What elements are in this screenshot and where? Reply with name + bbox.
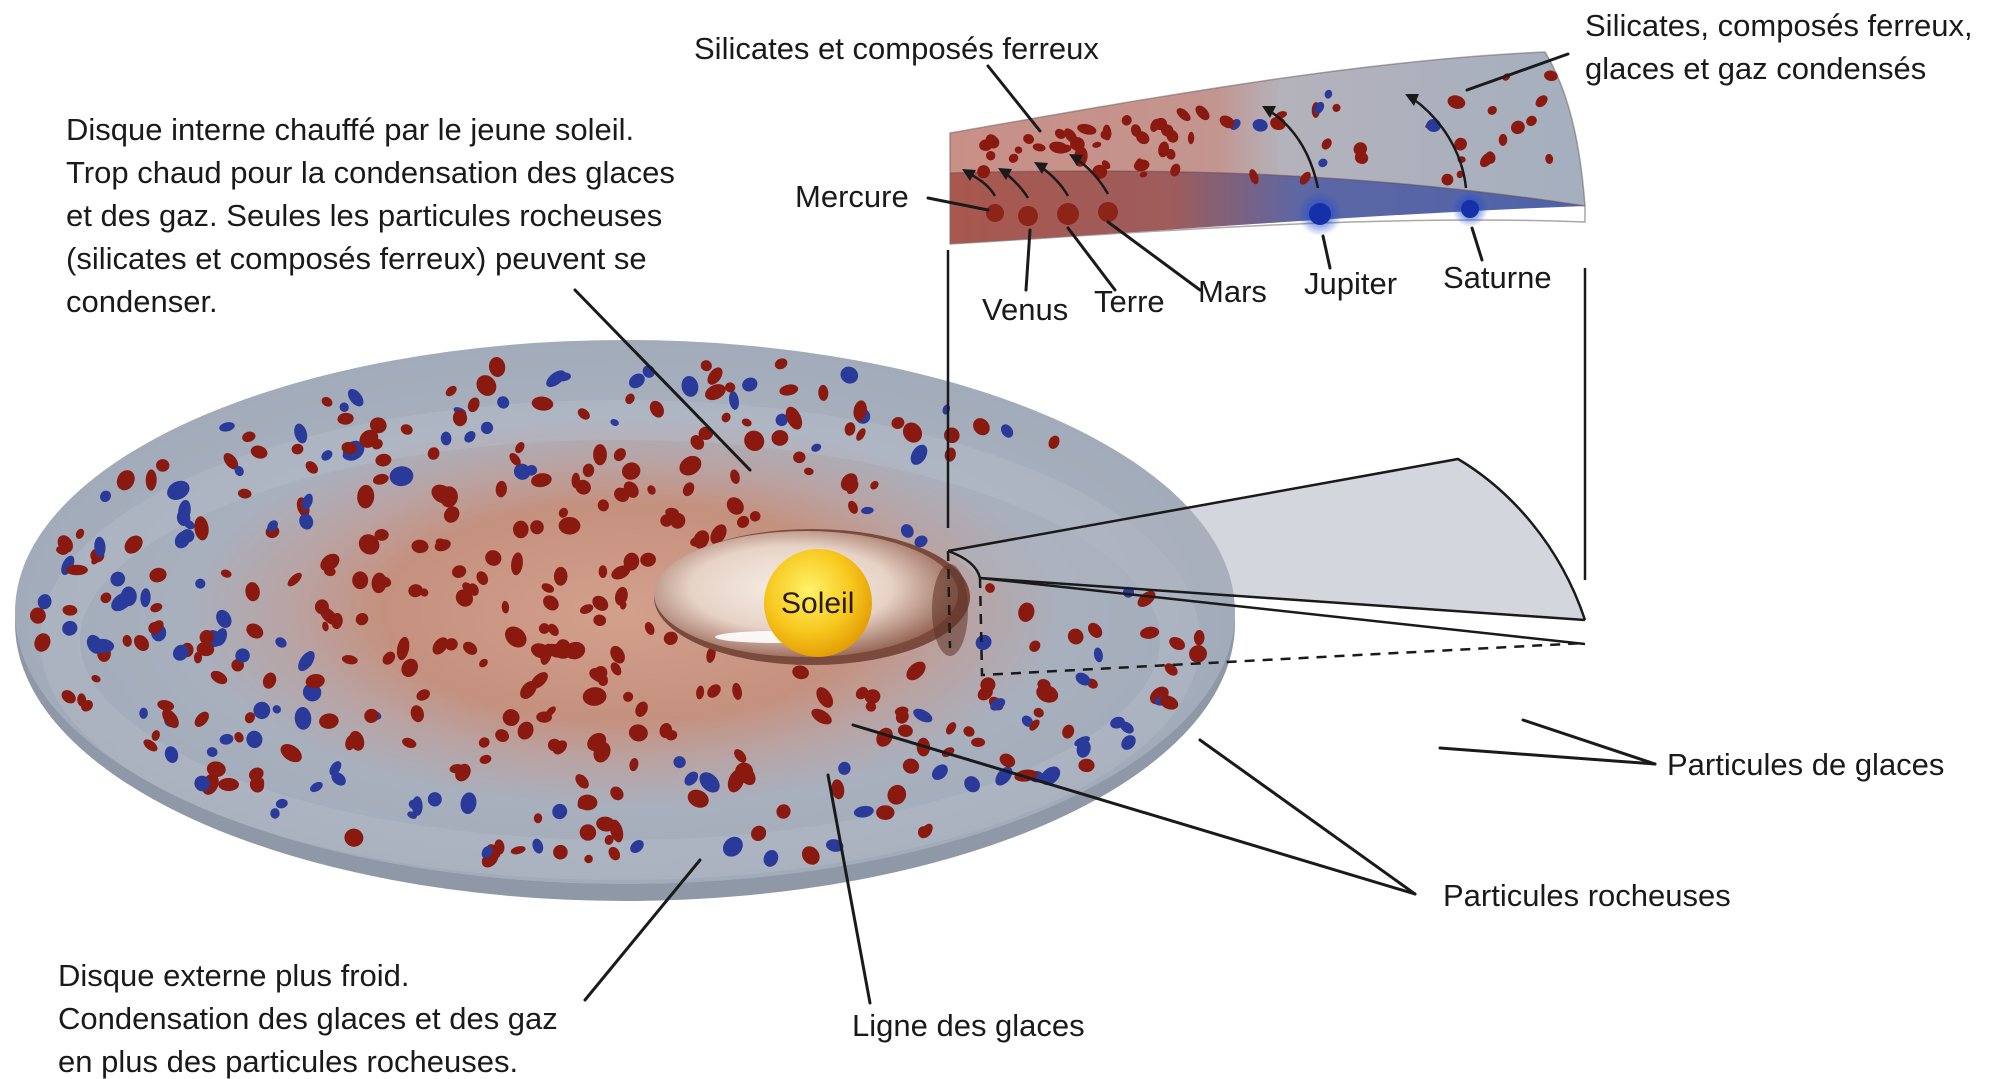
rocky-particles-label: Particules rocheuses xyxy=(1443,874,1731,917)
planet-label-venus: Venus xyxy=(982,288,1068,331)
protoplanetary-disk xyxy=(15,340,1235,901)
rock-particle xyxy=(593,444,607,465)
rock-particle xyxy=(559,517,581,535)
outer-disk-line-2: Condensation des glaces et des gaz xyxy=(58,997,558,1040)
inner-disk-line-5: condenser. xyxy=(66,280,675,323)
outer-composition-line-1: Silicates, composés ferreux, xyxy=(1585,4,1973,47)
mercury-protoplanet xyxy=(986,204,1004,222)
outer-disk-line-3: en plus des particules rocheuses. xyxy=(58,1040,558,1079)
outer-disk-annotation: Disque externe plus froid. Condensation … xyxy=(58,954,558,1079)
earth-protoplanet xyxy=(1057,203,1079,225)
inner-disk-line-1: Disque interne chauffé par le jeune sole… xyxy=(66,108,675,151)
outer-disk-line-1: Disque externe plus froid. xyxy=(58,954,558,997)
planet-label-mars: Mars xyxy=(1198,270,1267,313)
inner-disk-line-3: et des gaz. Seules les particules rocheu… xyxy=(66,194,675,237)
planet-label-jupiter: Jupiter xyxy=(1304,262,1397,305)
jupiter-protoplanet xyxy=(1309,203,1331,225)
sun-label: Soleil xyxy=(781,582,854,625)
inner-disk-line-4: (silicates et composés ferreux) peuvent … xyxy=(66,237,675,280)
outer-composition-label: Silicates, composés ferreux, glaces et g… xyxy=(1585,4,1973,90)
mars-protoplanet xyxy=(1098,202,1118,222)
inner-disk-line-2: Trop chaud pour la condensation des glac… xyxy=(66,151,675,194)
inner-composition-label: Silicates et composés ferreux xyxy=(694,27,1099,70)
saturn-protoplanet xyxy=(1461,200,1479,218)
rock-particle xyxy=(599,565,608,578)
ice-line-label: Ligne des glaces xyxy=(852,1004,1085,1047)
venus-protoplanet xyxy=(1018,206,1038,226)
planet-label-earth: Terre xyxy=(1094,280,1165,323)
ice-particles-label: Particules de glaces xyxy=(1667,743,1944,786)
inner-disk-annotation: Disque interne chauffé par le jeune sole… xyxy=(66,108,675,323)
planet-label-mercury: Mercure xyxy=(795,175,909,218)
outer-composition-line-2: glaces et gaz condensés xyxy=(1585,47,1973,90)
rock-particle xyxy=(66,565,88,576)
rock-particle xyxy=(971,738,985,747)
planet-label-saturn: Saturne xyxy=(1443,256,1552,299)
rock-particle xyxy=(876,805,894,820)
